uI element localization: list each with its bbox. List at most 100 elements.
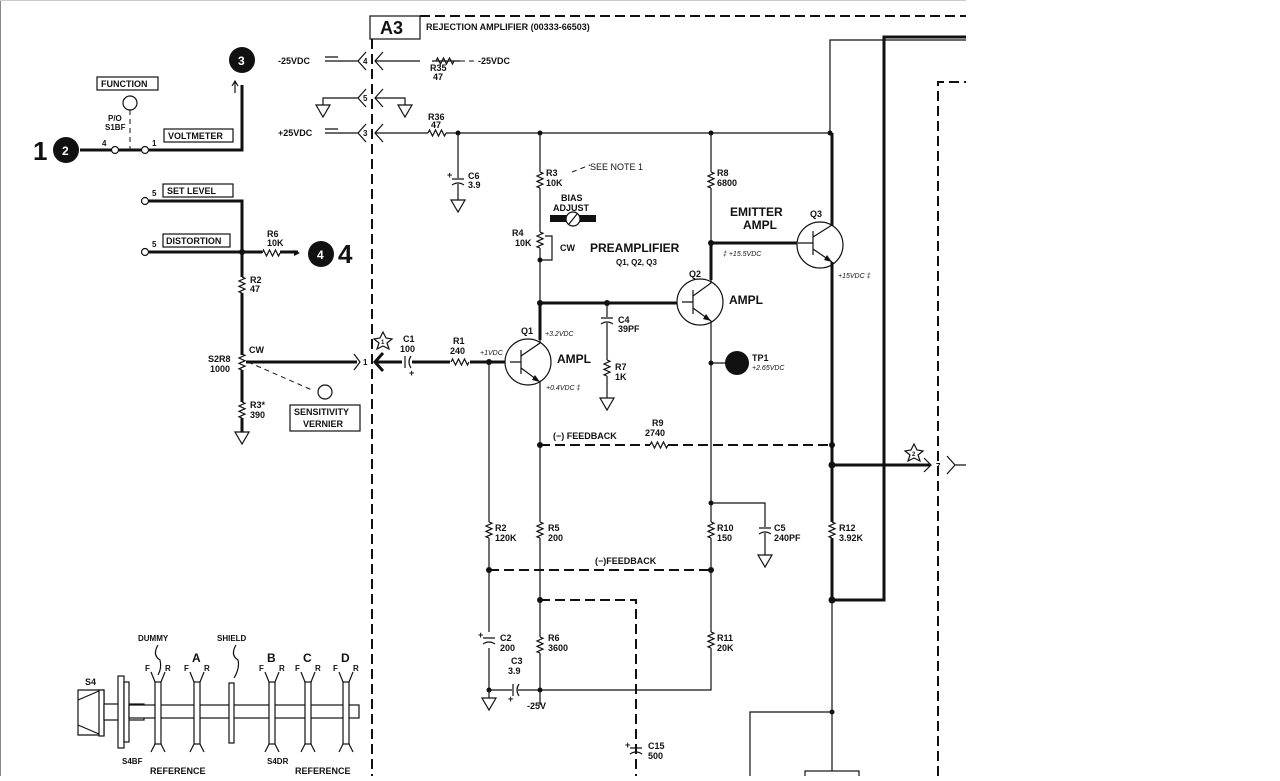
rear-label: R <box>315 664 321 673</box>
voltmeter-box <box>163 128 234 143</box>
junction <box>537 687 543 693</box>
q2-collector-voltage: ‡ +15.5VDC <box>723 251 762 258</box>
pos25vdc-input-label: +25VDC <box>278 128 313 138</box>
star-2-icon <box>903 442 925 463</box>
resistor-symbol <box>435 56 455 66</box>
r6-value: 10K <box>267 238 284 248</box>
pin-label: 5 <box>152 189 157 198</box>
ref-circle-2-label: 2 <box>62 144 69 158</box>
polarity-plus: + <box>447 170 452 180</box>
vernier-label: VERNIER <box>303 419 344 429</box>
switch-contact <box>140 145 150 155</box>
resistor-symbol <box>535 521 545 539</box>
capacitor-symbol <box>512 683 520 697</box>
junction <box>486 687 492 693</box>
r2-label: R2 <box>495 523 507 533</box>
s2r8-value: 1000 <box>210 364 230 374</box>
c5-label: C5 <box>774 523 786 533</box>
junction <box>828 461 836 469</box>
r7-label: R7 <box>615 362 627 372</box>
connector-3 <box>325 123 367 143</box>
test-point-tp1[interactable] <box>725 351 749 375</box>
front-label: F <box>145 664 150 673</box>
resistor-symbol <box>237 353 247 371</box>
resistor-symbol <box>535 171 545 189</box>
junction <box>486 567 492 573</box>
resistor-symbol <box>535 636 545 654</box>
wafer-d-label: D <box>341 651 350 665</box>
c1-label: C1 <box>403 334 415 344</box>
mechanical-link <box>247 361 313 391</box>
neg25v-label: -25V <box>527 701 546 711</box>
star-1-icon <box>372 330 394 351</box>
c1-value: 100 <box>400 344 415 354</box>
preamplifier-subtitle: Q1, Q2, Q3 <box>616 258 657 267</box>
signal-path <box>538 133 834 340</box>
component-box <box>804 770 860 781</box>
c2-label: C2 <box>500 633 512 643</box>
r36-value: 47 <box>431 120 441 130</box>
resistor-symbol <box>827 521 837 539</box>
c15-path <box>540 599 637 776</box>
ref-label-4: 4 <box>338 239 353 269</box>
ground-icon <box>233 431 251 446</box>
pin-5-label: 5 <box>363 94 368 103</box>
bias-label: BIAS <box>561 193 583 203</box>
ref-circle-3-label: 3 <box>238 54 245 68</box>
resistor-symbol <box>261 248 281 258</box>
r6-label: R6 <box>267 229 279 239</box>
r7-value: 1K <box>615 372 627 382</box>
s2r8-label: S2R8 <box>208 354 231 364</box>
r6-value: 3600 <box>548 643 568 653</box>
junction <box>239 249 245 255</box>
q3-emitter-voltage: +15VDC ‡ <box>838 273 871 280</box>
r8-label: R8 <box>717 168 729 178</box>
ref-circle-4-label: 4 <box>317 248 324 262</box>
connector-4 <box>325 51 367 71</box>
q1-collector-voltage: +3.2VDC <box>545 331 575 338</box>
screw-slot <box>568 213 578 225</box>
r3-label: R3 <box>546 168 558 178</box>
wafer-c-label: C <box>303 651 312 665</box>
q3-label: Q3 <box>810 209 822 219</box>
front-label: F <box>184 664 189 673</box>
neg25vdc-label: -25VDC <box>478 56 511 66</box>
c4-label: C4 <box>618 315 630 325</box>
r11-label: R11 <box>717 633 733 643</box>
rear-label: R <box>204 664 210 673</box>
r10-label: R10 <box>717 523 734 533</box>
ground-icon <box>396 104 414 119</box>
switch-wafers <box>150 671 354 753</box>
note-leader <box>571 164 591 173</box>
q1-label: Q1 <box>521 326 533 336</box>
c2-value: 200 <box>500 643 515 653</box>
resistor-symbol <box>237 276 247 294</box>
resistor-symbol <box>706 171 716 189</box>
capacitor-symbol <box>758 527 772 535</box>
front-label: F <box>259 664 264 673</box>
arrow-right-icon <box>923 457 932 473</box>
voltmeter-label: VOLTMETER <box>168 131 223 141</box>
polarity-plus: + <box>508 694 513 704</box>
r9-value: 2740 <box>645 428 665 438</box>
resistor-symbol <box>706 521 716 539</box>
cw-label: CW <box>249 345 264 355</box>
wire <box>711 502 766 555</box>
transistor-q3 <box>796 221 844 269</box>
pin-3-label: 3 <box>363 129 368 138</box>
c6-value: 3.9 <box>468 180 481 190</box>
function-box <box>96 76 159 91</box>
polarity-plus: + <box>409 368 414 378</box>
wire <box>749 39 966 776</box>
c4-value: 39PF <box>618 324 640 334</box>
r36-label: R36 <box>428 112 445 122</box>
capacitor-symbol <box>482 637 496 645</box>
junction <box>708 130 714 136</box>
r2-value: 120K <box>495 533 517 543</box>
capacitor-symbol <box>451 178 465 186</box>
c3-label: C3 <box>511 656 523 666</box>
r3-value: 10K <box>546 178 563 188</box>
